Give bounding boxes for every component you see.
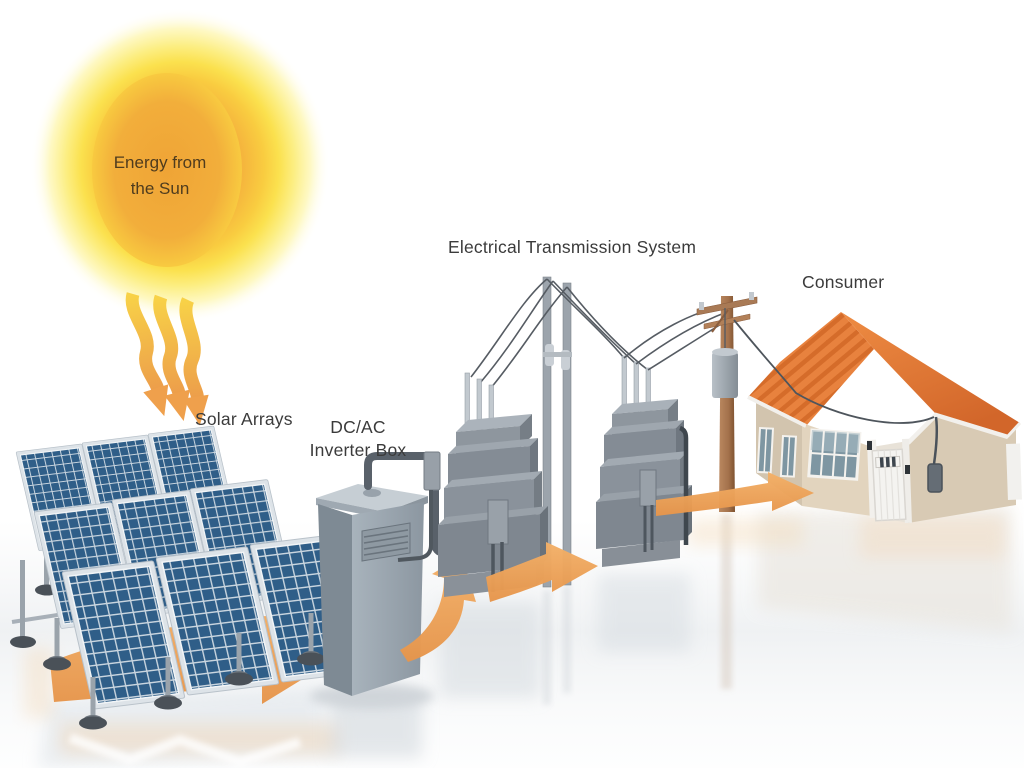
consumer-house [747, 312, 1022, 523]
electric-meter [927, 463, 943, 493]
inverter-label-line1: DC/AC [330, 417, 386, 437]
sun-label: Energy from the Sun [96, 150, 224, 202]
transmission-poles [542, 276, 572, 588]
consumer-label: Consumer [802, 272, 885, 292]
sun-ray-icon [179, 297, 209, 426]
sun-rays [125, 292, 209, 426]
roof-main [841, 312, 1020, 436]
roof-striped [748, 312, 874, 426]
large-window [807, 428, 862, 481]
utility-pole [696, 292, 758, 512]
sun-ray-icon [125, 292, 169, 417]
garage-door [871, 448, 907, 522]
inverter-label-line2: Inverter Box [309, 440, 407, 460]
transmission-label: Electrical Transmission System [448, 237, 697, 257]
inverter-label: DC/AC Inverter Box [303, 416, 413, 462]
sun-label-line2: the Sun [130, 179, 190, 198]
panel-feet [43, 613, 325, 730]
pole-transformer [712, 352, 738, 398]
sun-label-line1: Energy from [113, 153, 207, 172]
meter-conduit [932, 416, 939, 465]
flow-arrow-grid-to-consumer [656, 472, 814, 516]
window [779, 434, 798, 478]
solar-array [10, 425, 374, 730]
service-wire [733, 319, 935, 424]
solar-arrays-label: Solar Arrays [195, 409, 293, 429]
window [756, 426, 775, 474]
transformer-b [596, 355, 692, 567]
sun [30, 8, 330, 324]
transmission-wires [470, 278, 649, 390]
flow-arrow-between-transformers [486, 542, 598, 602]
sun-ray-icon [153, 294, 190, 421]
